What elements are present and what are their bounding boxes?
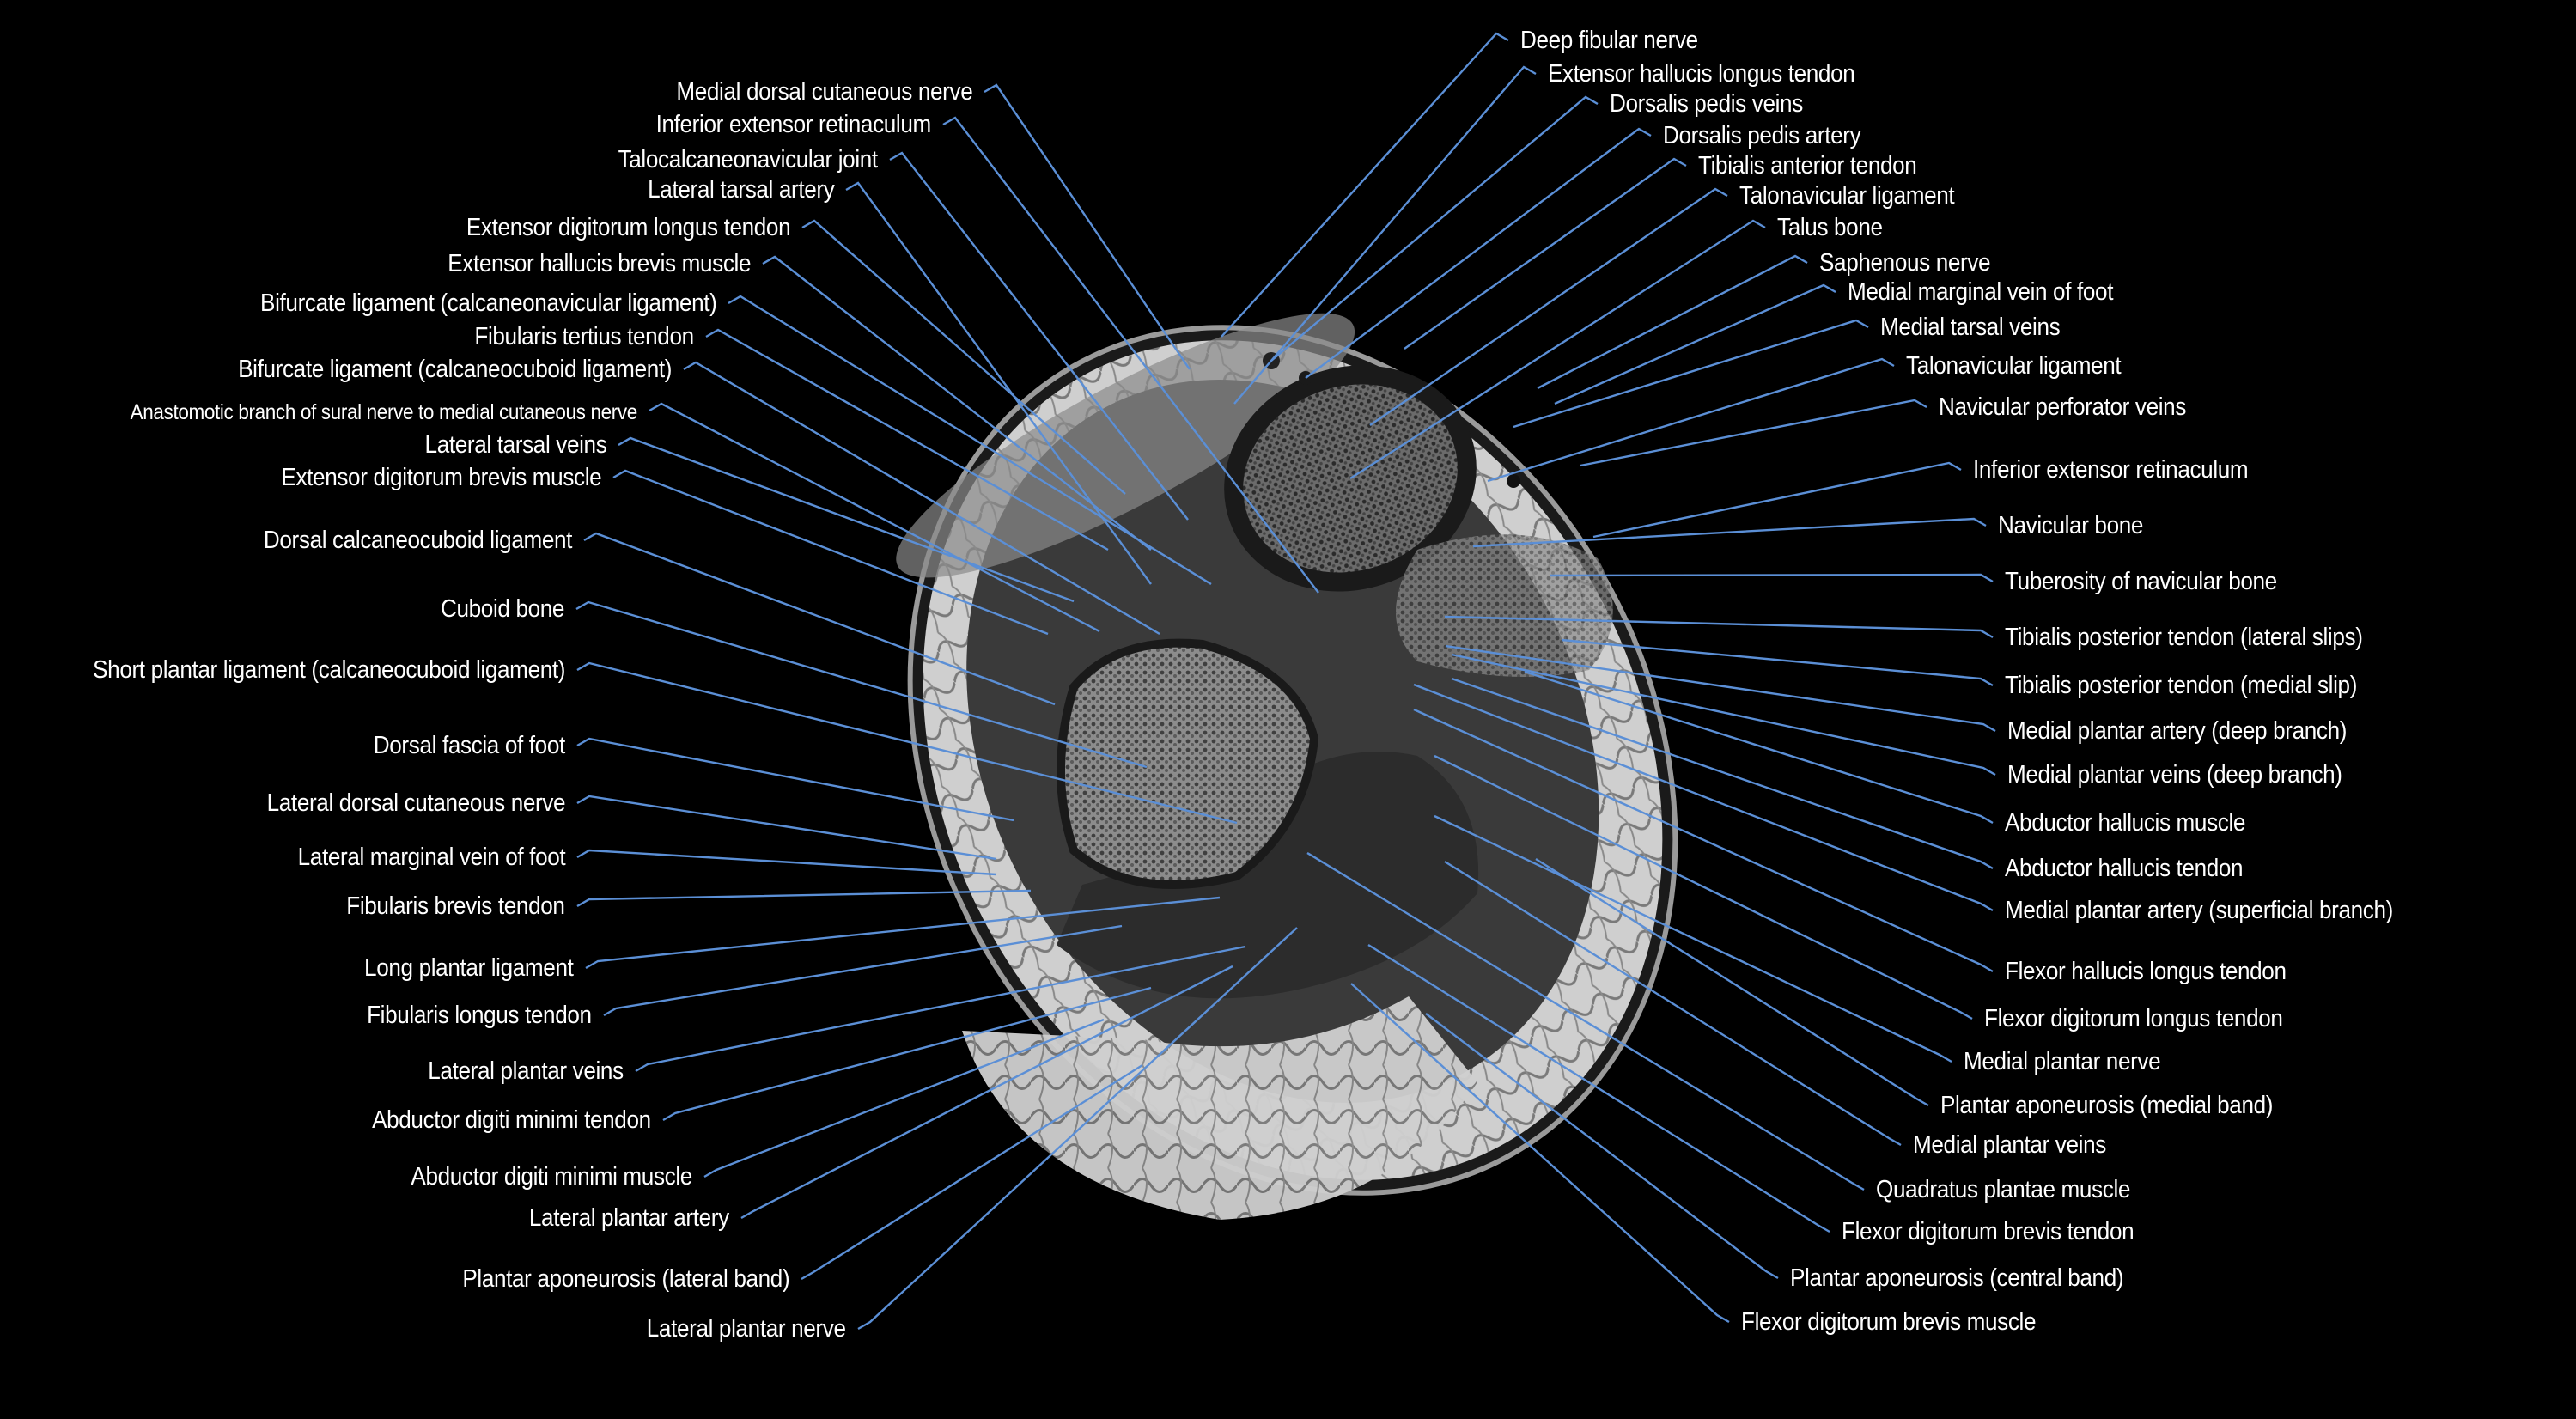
- label-inferior-extensor-retinaculum: Inferior extensor retinaculum: [1973, 456, 2249, 484]
- label-lateral-plantar-artery: Lateral plantar artery: [529, 1204, 729, 1232]
- label-abductor-hallucis-tendon: Abductor hallucis tendon: [2005, 855, 2244, 882]
- label-navicular-bone: Navicular bone: [1998, 512, 2144, 539]
- label-bifurcate-ligament-calcaneocuboid-ligament: Bifurcate ligament (calcaneocuboid ligam…: [238, 356, 672, 383]
- label-quadratus-plantae-muscle: Quadratus plantae muscle: [1876, 1176, 2131, 1203]
- label-dorsalis-pedis-veins: Dorsalis pedis veins: [1610, 90, 1803, 118]
- label-flexor-hallucis-longus-tendon: Flexor hallucis longus tendon: [2005, 958, 2287, 985]
- label-talus-bone: Talus bone: [1777, 214, 1883, 241]
- label-dorsal-fascia-of-foot: Dorsal fascia of foot: [373, 732, 565, 759]
- label-extensor-hallucis-longus-tendon: Extensor hallucis longus tendon: [1548, 60, 1855, 88]
- label-tibialis-posterior-tendon-medial-slip: Tibialis posterior tendon (medial slip): [2005, 672, 2358, 699]
- label-medial-plantar-nerve: Medial plantar nerve: [1964, 1048, 2161, 1075]
- label-lateral-tarsal-veins: Lateral tarsal veins: [424, 431, 606, 459]
- label-tibialis-posterior-tendon-lateral-slips: Tibialis posterior tendon (lateral slips…: [2005, 624, 2363, 651]
- label-abductor-digiti-minimi-tendon: Abductor digiti minimi tendon: [372, 1106, 651, 1134]
- label-deep-fibular-nerve: Deep fibular nerve: [1520, 27, 1698, 54]
- label-abductor-hallucis-muscle: Abductor hallucis muscle: [2005, 809, 2246, 837]
- label-medial-plantar-artery-superficial-branch: Medial plantar artery (superficial branc…: [2005, 897, 2393, 924]
- label-lateral-tarsal-artery: Lateral tarsal artery: [647, 176, 835, 204]
- label-talocalcaneonavicular-joint: Talocalcaneonavicular joint: [618, 146, 879, 174]
- label-navicular-perforator-veins: Navicular perforator veins: [1939, 393, 2187, 421]
- label-medial-tarsal-veins: Medial tarsal veins: [1880, 314, 2061, 341]
- label-abductor-digiti-minimi-muscle: Abductor digiti minimi muscle: [411, 1163, 692, 1191]
- label-fibularis-brevis-tendon: Fibularis brevis tendon: [346, 892, 566, 920]
- label-fibularis-longus-tendon: Fibularis longus tendon: [367, 1002, 592, 1029]
- label-bifurcate-ligament-calcaneonavicular-ligament: Bifurcate ligament (calcaneonavicular li…: [259, 289, 717, 317]
- label-plantar-aponeurosis-lateral-band: Plantar aponeurosis (lateral band): [462, 1265, 789, 1293]
- label-medial-plantar-veins-deep-branch: Medial plantar veins (deep branch): [2007, 761, 2342, 789]
- label-extensor-hallucis-brevis-muscle: Extensor hallucis brevis muscle: [448, 250, 751, 277]
- label-cuboid-bone: Cuboid bone: [440, 595, 564, 623]
- navicular-bone: [1396, 534, 1613, 677]
- label-flexor-digitorum-brevis-tendon: Flexor digitorum brevis tendon: [1842, 1218, 2134, 1245]
- label-lateral-dorsal-cutaneous-nerve: Lateral dorsal cutaneous nerve: [266, 789, 565, 817]
- label-talonavicular-ligament: Talonavicular ligament: [1906, 352, 2122, 380]
- label-dorsal-calcaneocuboid-ligament: Dorsal calcaneocuboid ligament: [263, 527, 573, 554]
- label-plantar-aponeurosis-medial-band: Plantar aponeurosis (medial band): [1940, 1092, 2274, 1119]
- label-flexor-digitorum-longus-tendon: Flexor digitorum longus tendon: [1984, 1005, 2283, 1032]
- label-tuberosity-of-navicular-bone: Tuberosity of navicular bone: [2005, 568, 2277, 595]
- label-saphenous-nerve: Saphenous nerve: [1819, 249, 1991, 277]
- label-lateral-plantar-nerve: Lateral plantar nerve: [647, 1315, 846, 1343]
- label-plantar-aponeurosis-central-band: Plantar aponeurosis (central band): [1790, 1264, 2124, 1292]
- label-inferior-extensor-retinaculum: Inferior extensor retinaculum: [655, 111, 932, 138]
- label-medial-dorsal-cutaneous-nerve: Medial dorsal cutaneous nerve: [675, 78, 972, 106]
- label-dorsalis-pedis-artery: Dorsalis pedis artery: [1663, 122, 1861, 149]
- label-anastomotic-branch-of-sural-nerve-to-medial-cutaneous-nerve: Anastomotic branch of sural nerve to med…: [130, 400, 638, 424]
- label-extensor-digitorum-longus-tendon: Extensor digitorum longus tendon: [466, 214, 791, 241]
- label-short-plantar-ligament-calcaneocuboid-ligament: Short plantar ligament (calcaneocuboid l…: [93, 656, 565, 684]
- label-talonavicular-ligament: Talonavicular ligament: [1739, 182, 1955, 210]
- label-lateral-marginal-vein-of-foot: Lateral marginal vein of foot: [297, 843, 565, 871]
- label-tibialis-anterior-tendon: Tibialis anterior tendon: [1698, 152, 1917, 180]
- label-medial-plantar-veins: Medial plantar veins: [1913, 1131, 2106, 1159]
- label-long-plantar-ligament: Long plantar ligament: [364, 954, 575, 982]
- label-extensor-digitorum-brevis-muscle: Extensor digitorum brevis muscle: [281, 464, 601, 491]
- label-lateral-plantar-veins: Lateral plantar veins: [428, 1057, 624, 1085]
- label-fibularis-tertius-tendon: Fibularis tertius tendon: [474, 323, 695, 350]
- label-medial-marginal-vein-of-foot: Medial marginal vein of foot: [1848, 278, 2114, 306]
- label-flexor-digitorum-brevis-muscle: Flexor digitorum brevis muscle: [1741, 1308, 2037, 1336]
- label-medial-plantar-artery-deep-branch: Medial plantar artery (deep branch): [2007, 717, 2348, 745]
